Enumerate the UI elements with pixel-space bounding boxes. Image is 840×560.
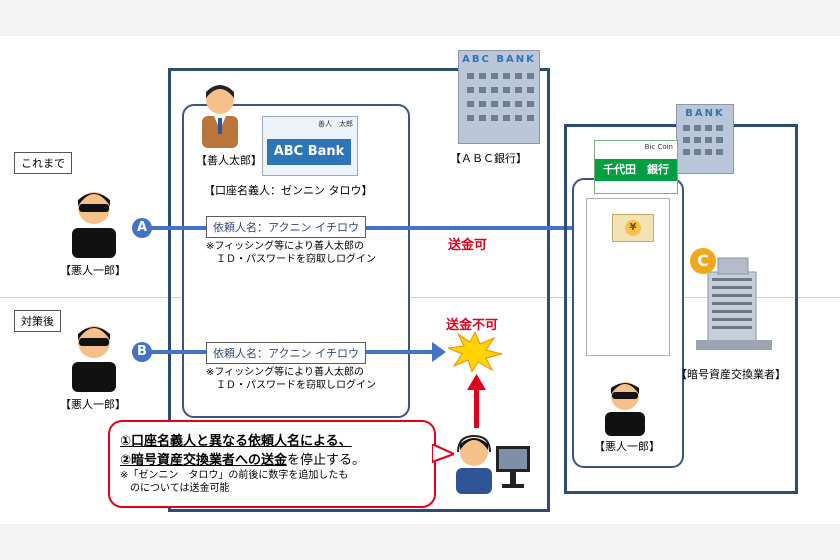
callout-note2: のについては送金可能 bbox=[120, 483, 230, 494]
transfer-allowed-label: 送金可 bbox=[448, 238, 488, 253]
callout-note: ※「ゼンニン タロウ」の前後に数字を追加したも のについては送金可能 bbox=[120, 469, 348, 495]
victim-label: 【善人太郎】 bbox=[196, 154, 262, 167]
operator-at-pc-icon bbox=[456, 434, 530, 494]
section-label-before: これまで bbox=[14, 152, 72, 174]
flow-a-marker: A bbox=[132, 218, 152, 238]
abc-bank-label: 【ＡＢＣ銀行】 bbox=[450, 152, 527, 165]
chiyoda-card-name: 千代田 銀行 bbox=[595, 159, 677, 181]
note-b-line2: ＩＤ・パスワードを窃取しログイン bbox=[206, 380, 376, 391]
criminal-b-label: 【悪人一郎】 bbox=[60, 398, 126, 411]
note-b-line1: ※フィッシング等により善人太郎の bbox=[206, 367, 364, 378]
criminal-a-label: 【悪人一郎】 bbox=[60, 264, 126, 277]
criminal-right-label: 【悪人一郎】 bbox=[594, 440, 660, 453]
note-a-line1: ※フィッシング等により善人太郎の bbox=[206, 241, 364, 252]
abc-bank-card: 善人 太郎 ABC Bank bbox=[262, 116, 358, 176]
victim-person-icon bbox=[202, 85, 238, 148]
yen-note-icon: ¥ bbox=[612, 214, 654, 242]
callout-line2: ②暗号資産交換業者への送金を停止する。 bbox=[120, 449, 365, 468]
abc-bank-building-icon: ABC BANK bbox=[458, 50, 540, 144]
chiyoda-card-top: Bic Coin bbox=[644, 143, 673, 151]
abc-bank-frame bbox=[168, 68, 550, 512]
card-brand: ABC Bank bbox=[267, 139, 351, 165]
coin-c-icon: C bbox=[690, 248, 716, 274]
diagram-canvas: これまで 対策後 ABC BANK 【ＡＢＣ銀行】 【善人太郎】 善人 太郎 A… bbox=[0, 36, 840, 524]
callout-line1: ①口座名義人と異なる依頼人名による、 bbox=[120, 434, 352, 449]
criminal-b-icon bbox=[72, 326, 116, 392]
block-arrow-shaft bbox=[474, 388, 479, 428]
section-divider bbox=[0, 297, 840, 298]
transfer-blocked-label: 送金不可 bbox=[446, 318, 499, 333]
block-arrow-head bbox=[467, 374, 486, 390]
account-holder-label: 【口座名義人：ゼンニン タロウ】 bbox=[204, 184, 373, 197]
note-a: ※フィッシング等により善人太郎の ＩＤ・パスワードを窃取しログイン bbox=[206, 240, 376, 266]
callout-note1: ※「ゼンニン タロウ」の前後に数字を追加したも bbox=[120, 470, 349, 481]
flow-b-arrowhead bbox=[432, 342, 446, 362]
right-bank-sign: BANK bbox=[685, 108, 725, 119]
criminal-a-icon bbox=[72, 192, 116, 258]
account-box bbox=[182, 104, 410, 418]
flow-b-marker: B bbox=[132, 342, 152, 362]
chiyoda-bank-card: Bic Coin 千代田 銀行 bbox=[594, 140, 678, 194]
callout-tail bbox=[432, 444, 454, 464]
flow-a-arrow bbox=[150, 226, 602, 230]
callout-line2-rest: を停止する。 bbox=[287, 453, 366, 468]
exchange-building-icon bbox=[696, 257, 772, 350]
criminal-right-icon bbox=[605, 382, 645, 436]
yen-coin: ¥ bbox=[625, 220, 641, 236]
section-label-after: 対策後 bbox=[14, 310, 61, 332]
callout-line2-bold: ②暗号資産交換業者への送金 bbox=[120, 453, 288, 468]
requester-name-b: 依頼人名：アクニン イチロウ bbox=[206, 342, 366, 364]
exchange-label: 【暗号資産交換業者】 bbox=[676, 368, 786, 381]
card-header-name: 善人 太郎 bbox=[318, 120, 353, 128]
right-bank-building-icon: BANK bbox=[676, 104, 734, 174]
blocked-burst-icon bbox=[448, 332, 502, 372]
note-b: ※フィッシング等により善人太郎の ＩＤ・パスワードを窃取しログイン bbox=[206, 366, 376, 392]
note-a-line2: ＩＤ・パスワードを窃取しログイン bbox=[206, 254, 376, 265]
requester-name-a: 依頼人名：アクニン イチロウ bbox=[206, 216, 366, 238]
abc-bank-sign: ABC BANK bbox=[462, 54, 536, 65]
policy-callout bbox=[108, 420, 436, 508]
